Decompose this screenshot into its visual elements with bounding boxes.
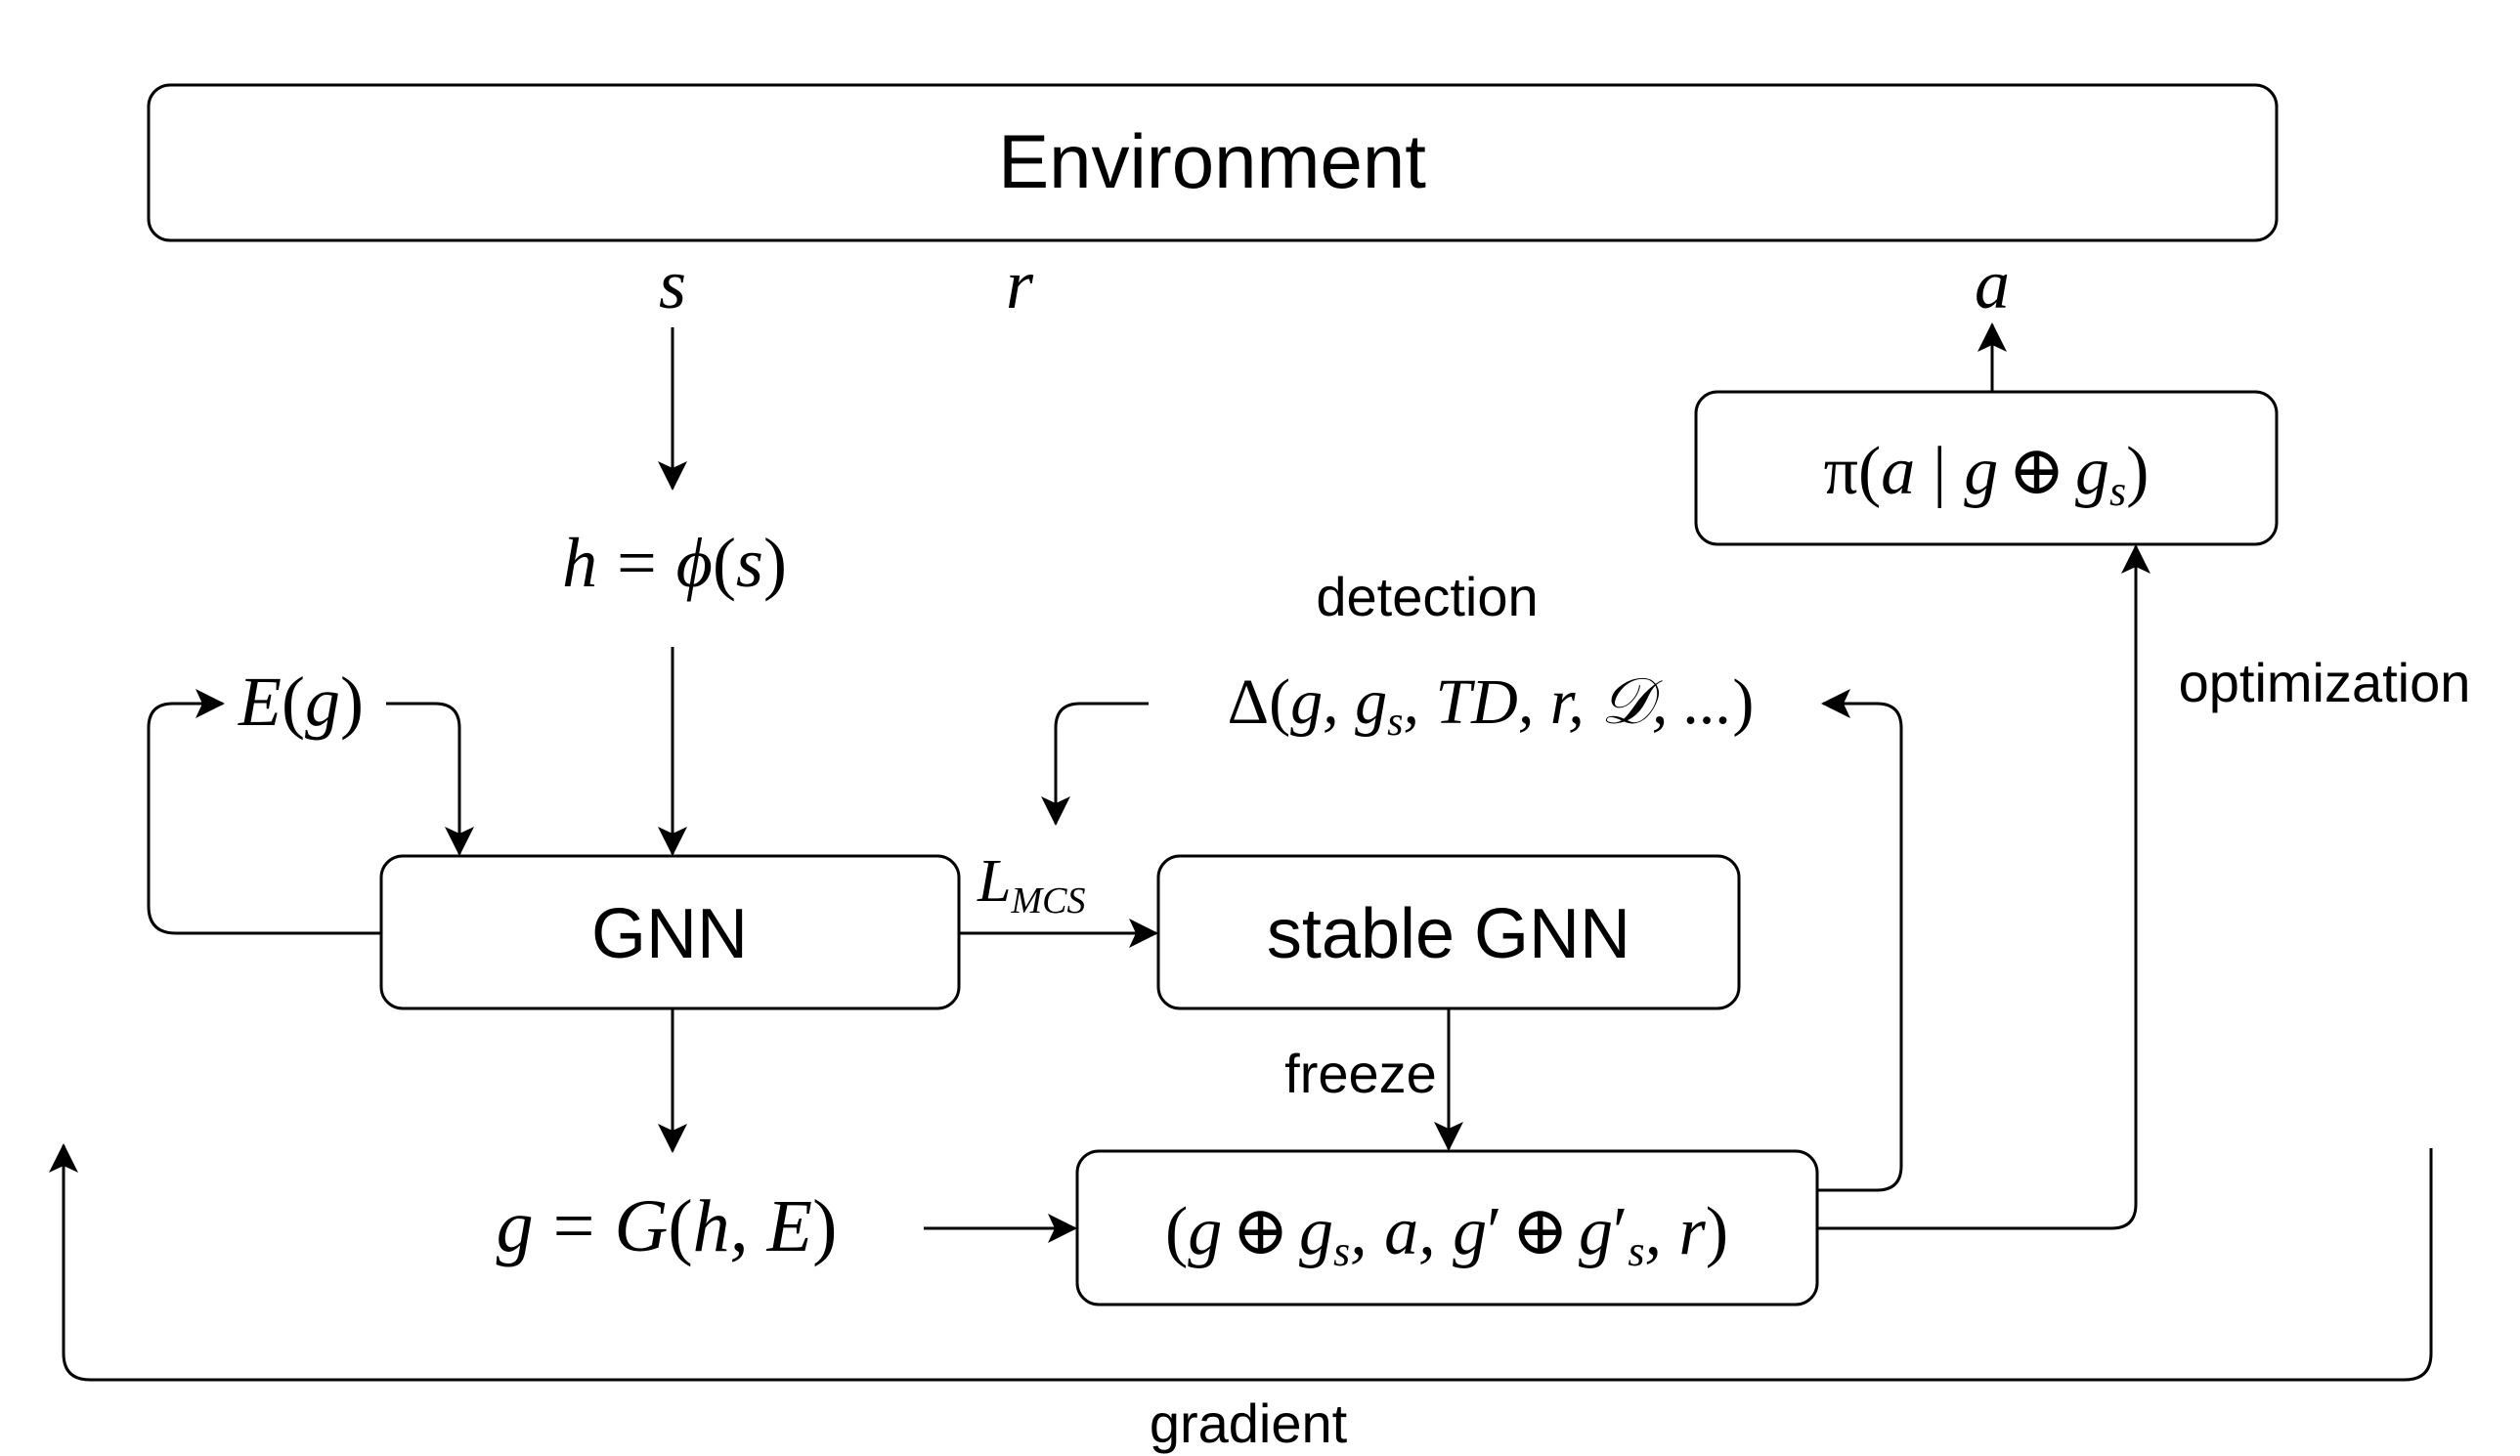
arrow-gnn-to-edges [147,689,381,935]
graph-formula: g=G(h, E) [497,1185,838,1267]
arrow-optimization-to-policy [1817,544,2151,1230]
gnn-label: GNN [591,895,748,973]
environment-label: Environment [998,118,1426,204]
detection-function: Δ(g, gs, TD, r, 𝒟, ...) [1228,666,1755,745]
freeze-label: freeze [1284,1043,1437,1104]
arrow-gradient [49,1143,2433,1382]
transition-box: (g⊕gs, a, g′⊕g′s, r) [1075,1149,1819,1306]
optimization-label: optimization [2179,652,2471,713]
state-label: s [659,245,686,323]
detection-label: detection [1316,566,1538,627]
action-label: a [1975,245,2010,323]
arrow-transition-to-detection [1817,689,1903,1192]
transition-formula: (g⊕gs, a, g′⊕g′s, r) [1165,1194,1728,1275]
edge-function: E(g) [238,663,364,741]
stable-gnn-label: stable GNN [1267,895,1630,973]
encoder-formula: h=ϕ(s) [562,524,787,602]
arrow-detection-to-loss [1041,702,1149,826]
loss-label: LMCS [977,848,1085,921]
stable-gnn-box: stable GNN [1156,854,1741,1010]
gradient-label: gradient [1150,1392,1348,1454]
gnn-box: GNN [379,854,961,1010]
reward-label: r [1006,245,1034,323]
arrow-edges-to-gnn [386,702,474,856]
policy-box: π(a|g⊕gs) [1694,390,2279,546]
environment-box: Environment [147,83,2279,242]
policy-formula: π(a|g⊕gs) [1824,434,2150,515]
